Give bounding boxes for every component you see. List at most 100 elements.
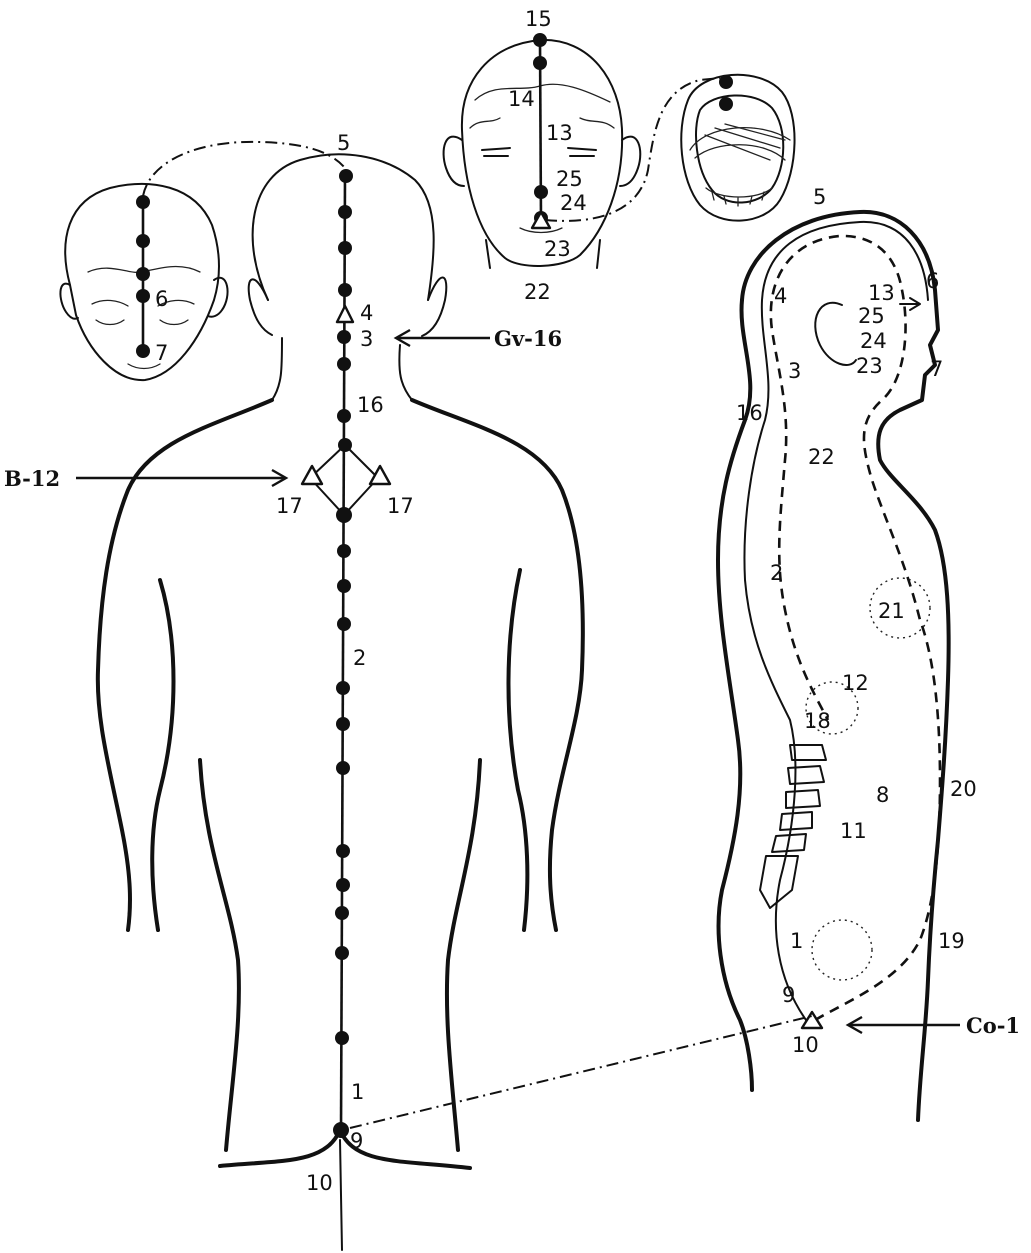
point-back bbox=[338, 283, 352, 297]
side-back-contour bbox=[742, 212, 949, 1120]
point-back bbox=[336, 717, 350, 731]
label-back-4: 4 bbox=[360, 301, 373, 325]
label-back-17-left: 17 bbox=[276, 494, 303, 518]
point-back bbox=[337, 579, 351, 593]
front-face-hair-right bbox=[580, 118, 614, 128]
gv16-callout: Gv-16 bbox=[396, 326, 562, 351]
label-side-16: 16 bbox=[736, 401, 763, 425]
back-left-ear bbox=[249, 279, 272, 335]
label-face-15: 15 bbox=[525, 7, 552, 31]
label-back-2: 2 bbox=[353, 646, 366, 670]
label-back-1: 1 bbox=[351, 1080, 364, 1104]
point-back bbox=[337, 357, 351, 371]
point-small-head bbox=[136, 289, 150, 303]
label-side-21: 21 bbox=[878, 599, 905, 623]
open-mouth-figure bbox=[681, 75, 794, 221]
front-face-hair bbox=[475, 84, 610, 102]
triangle-point-4 bbox=[337, 306, 353, 322]
label-back-9: 9 bbox=[350, 1129, 363, 1153]
label-side-24: 24 bbox=[860, 329, 887, 353]
point-back bbox=[336, 761, 350, 775]
point-back bbox=[337, 544, 351, 558]
point-mouth-lower bbox=[719, 97, 733, 111]
triangle-point-17-right bbox=[370, 466, 390, 484]
back-right-ear bbox=[422, 277, 446, 336]
back-right-torso bbox=[447, 760, 480, 1150]
front-face-hair-left bbox=[470, 118, 500, 128]
co1-callout: Co-1 bbox=[848, 1013, 1020, 1038]
side-ear bbox=[815, 303, 856, 365]
label-small-head-7: 7 bbox=[155, 341, 168, 365]
point-back bbox=[337, 617, 351, 631]
label-back-10: 10 bbox=[306, 1171, 333, 1195]
label-side-12: 12 bbox=[842, 671, 869, 695]
label-back-5: 5 bbox=[337, 131, 350, 155]
label-side-8: 8 bbox=[876, 783, 889, 807]
gv16-label: Gv-16 bbox=[494, 326, 562, 351]
small-head-left-brow bbox=[92, 300, 128, 306]
point-front-face bbox=[534, 185, 548, 199]
front-face-neck-right bbox=[597, 240, 600, 268]
front-face-figure bbox=[444, 40, 641, 268]
point-back bbox=[338, 205, 352, 219]
label-back-16: 16 bbox=[357, 393, 384, 417]
point-front-face bbox=[533, 33, 547, 47]
small-head-left-eye bbox=[96, 320, 124, 325]
label-side-22: 22 bbox=[808, 445, 835, 469]
label-face-14: 14 bbox=[508, 87, 535, 111]
label-side-2: 2 bbox=[770, 561, 783, 585]
point-mouth-upper bbox=[719, 75, 733, 89]
point-back bbox=[338, 438, 352, 452]
front-face-left-eye bbox=[482, 148, 510, 156]
back-left-torso bbox=[200, 760, 239, 1150]
co1-label: Co-1 bbox=[966, 1013, 1020, 1038]
label-face-23: 23 bbox=[544, 237, 571, 261]
point-small-head bbox=[136, 344, 150, 358]
point-small-head bbox=[136, 195, 150, 209]
back-gluteal-cleft bbox=[340, 1140, 342, 1250]
label-side-20: 20 bbox=[950, 777, 977, 801]
side-dotted-circle-1 bbox=[812, 920, 872, 980]
label-small-head-6: 6 bbox=[155, 287, 168, 311]
back-right-side bbox=[412, 400, 583, 930]
label-side-23: 23 bbox=[856, 354, 883, 378]
label-side-18: 18 bbox=[804, 709, 831, 733]
label-side-3: 3 bbox=[788, 359, 801, 383]
label-side-6: 6 bbox=[926, 269, 939, 293]
point-back bbox=[335, 1031, 349, 1045]
mouth-palate bbox=[690, 124, 790, 160]
point-back bbox=[337, 330, 351, 344]
b12-callout: B-12 bbox=[4, 466, 286, 491]
label-back-3: 3 bbox=[360, 327, 373, 351]
label-face-22: 22 bbox=[524, 280, 551, 304]
label-side-10: 10 bbox=[792, 1033, 819, 1057]
point-back bbox=[337, 409, 351, 423]
back-neck-right bbox=[399, 345, 412, 400]
front-face-left-ear bbox=[444, 137, 464, 186]
point-back bbox=[336, 507, 352, 523]
small-head-right-eye bbox=[160, 320, 188, 325]
label-side-25: 25 bbox=[858, 304, 885, 328]
label-side-19: 19 bbox=[938, 929, 965, 953]
side-vertebra-4 bbox=[780, 812, 812, 830]
point-small-head bbox=[136, 234, 150, 248]
label-side-1: 1 bbox=[790, 929, 803, 953]
side-vertebra-3 bbox=[786, 790, 820, 808]
label-side-7: 7 bbox=[930, 357, 943, 381]
side-13-arrow bbox=[900, 298, 920, 310]
front-face-right-eye bbox=[568, 148, 596, 156]
label-side-4: 4 bbox=[774, 284, 787, 308]
point-back bbox=[338, 241, 352, 255]
point-front-face bbox=[533, 56, 547, 70]
point-back bbox=[336, 878, 350, 892]
b12-label: B-12 bbox=[4, 466, 60, 491]
point-back bbox=[333, 1122, 349, 1138]
back-left-side bbox=[98, 400, 272, 930]
label-side-5: 5 bbox=[813, 185, 826, 209]
point-back bbox=[335, 946, 349, 960]
label-face-13: 13 bbox=[546, 121, 573, 145]
label-face-25: 25 bbox=[556, 167, 583, 191]
side-vertebra-2 bbox=[788, 766, 824, 784]
label-side-11: 11 bbox=[840, 819, 867, 843]
